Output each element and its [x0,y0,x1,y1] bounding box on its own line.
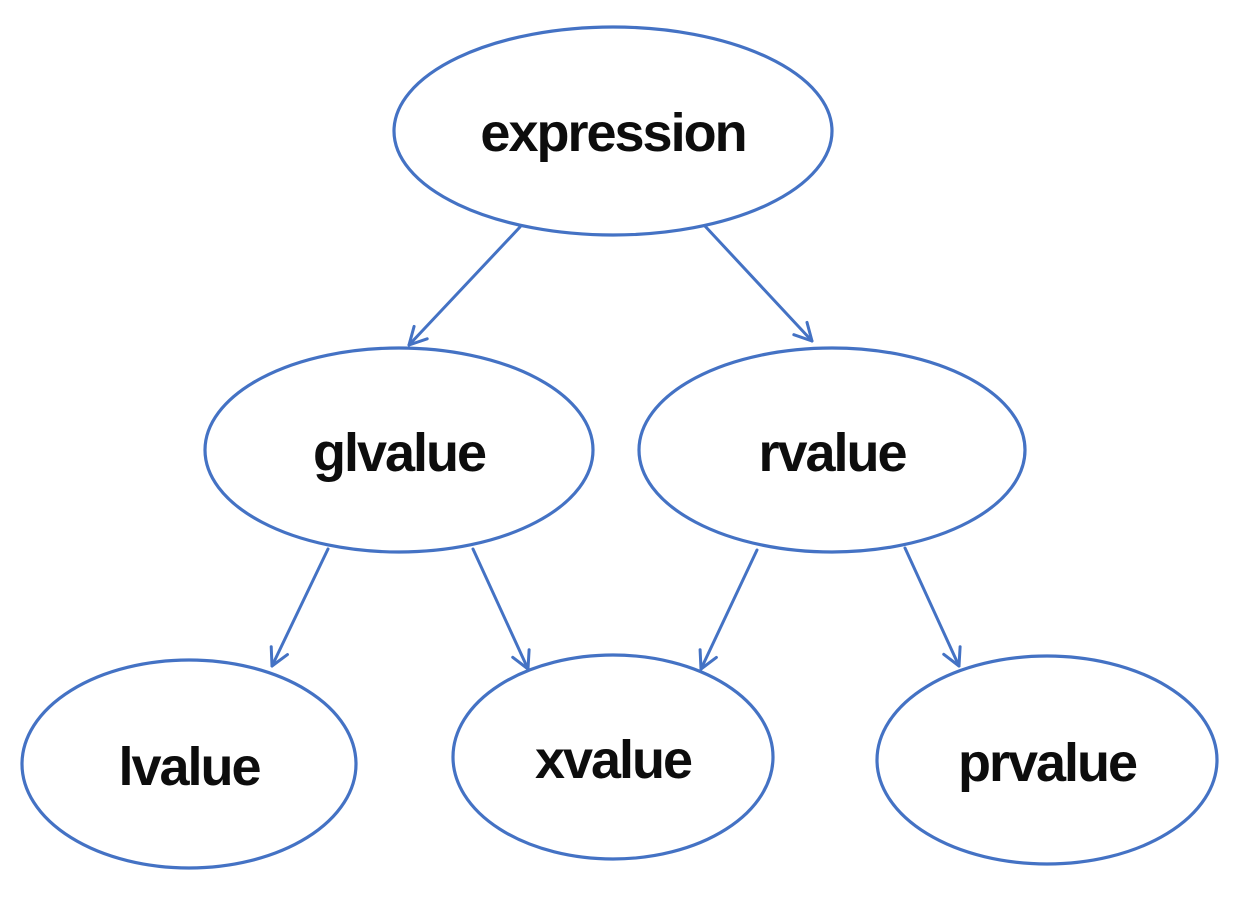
edge-expression-glvalue [407,225,522,347]
edge-rvalue-xvalue [698,548,759,671]
node-rvalue-ellipse [637,346,1027,554]
node-expression-ellipse [392,25,834,237]
node-lvalue-label: lvalue [118,737,260,797]
node-lvalue-ellipse [20,658,358,870]
diagram-edges [269,223,962,671]
node-prvalue: prvalue [875,654,1219,866]
node-prvalue-ellipse [875,654,1219,866]
node-expression: expression [392,25,834,237]
diagram-nodes: expression glvalue rvalue lvalue xvalue … [20,25,1219,870]
edge-expression-rvalue [702,223,814,343]
node-xvalue: xvalue [451,653,775,861]
node-glvalue-label: glvalue [313,423,486,483]
edge-glvalue-xvalue [471,547,531,671]
node-lvalue: lvalue [20,658,358,870]
node-prvalue-label: prvalue [958,733,1137,793]
node-xvalue-label: xvalue [535,730,692,790]
node-rvalue-label: rvalue [758,423,906,483]
node-glvalue-ellipse [203,346,595,554]
edge-rvalue-prvalue [903,546,962,668]
node-xvalue-ellipse [451,653,775,861]
node-glvalue: glvalue [203,346,595,554]
node-rvalue: rvalue [637,346,1027,554]
node-expression-label: expression [480,103,745,163]
edge-glvalue-lvalue [269,547,330,668]
